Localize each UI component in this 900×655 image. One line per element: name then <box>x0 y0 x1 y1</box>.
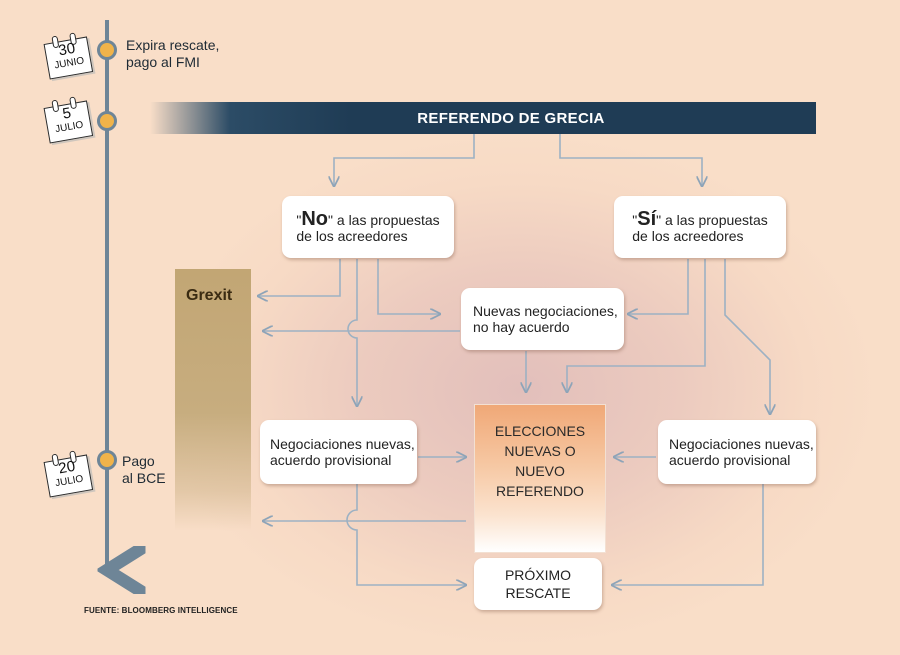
grexit-bar <box>175 269 251 531</box>
arrow-banner-to-no <box>334 134 475 186</box>
grexit-label: Grexit <box>186 287 233 304</box>
arrow-si-to-nuevas <box>628 259 689 314</box>
source-note: FUENTE: BLOOMBERG INTELLIGENCE <box>84 606 238 615</box>
negociaciones-left-box: Negociaciones nuevas, acuerdo provisiona… <box>260 420 417 484</box>
timeline-dot <box>97 40 117 60</box>
referendo-banner: REFERENDO DE GRECIA <box>150 102 816 134</box>
banner-title: REFERENDO DE GRECIA <box>417 109 605 127</box>
arrow-neg-left-to-proximo <box>346 484 466 585</box>
no-text-line2: de los acreedores <box>296 227 408 244</box>
nuevas-negociaciones-box: Nuevas negociaciones, no hay acuerdo <box>461 288 624 350</box>
no-text-line1: " a las propuestas <box>328 211 440 228</box>
arrow-no-to-grexit <box>258 259 341 296</box>
timeline-label-bce: Pago al BCE <box>122 453 166 486</box>
calendar-icon: 20 JULIO <box>41 448 96 500</box>
calendar-icon: 30 JUNIO <box>41 30 96 82</box>
timeline-dot <box>97 111 117 131</box>
no-keyword: No <box>301 207 329 230</box>
timeline-label-junio: Expira rescate, pago al FMI <box>126 37 220 70</box>
si-text-line2: de los acreedores <box>632 227 744 244</box>
arrow-banner-to-si <box>559 134 702 186</box>
arrow-si-to-elecciones <box>567 259 706 392</box>
arrow-no-to-nuevas <box>377 259 440 314</box>
proximo-rescate-box: PRÓXIMO RESCATE <box>474 558 602 610</box>
elecciones-box: ELECCIONES NUEVAS O NUEVO REFERENDO <box>474 404 606 553</box>
si-box: "Sí" a las propuestas de los acreedores <box>614 196 786 258</box>
arrow-si-to-negociaciones <box>724 259 770 414</box>
arrow-no-to-negociaciones <box>347 259 357 406</box>
si-text-line1: " a las propuestas <box>656 211 768 228</box>
negociaciones-right-box: Negociaciones nuevas, acuerdo provisiona… <box>658 420 816 484</box>
no-box: "No" a las propuestas de los acreedores <box>282 196 454 258</box>
quote-open: " <box>632 211 638 228</box>
calendar-icon: 5 JULIO <box>41 94 96 146</box>
quote-open: " <box>296 211 302 228</box>
timeline-dot <box>97 450 117 470</box>
arrow-neg-right-to-proximo <box>612 484 764 585</box>
si-keyword: Sí <box>637 207 657 230</box>
